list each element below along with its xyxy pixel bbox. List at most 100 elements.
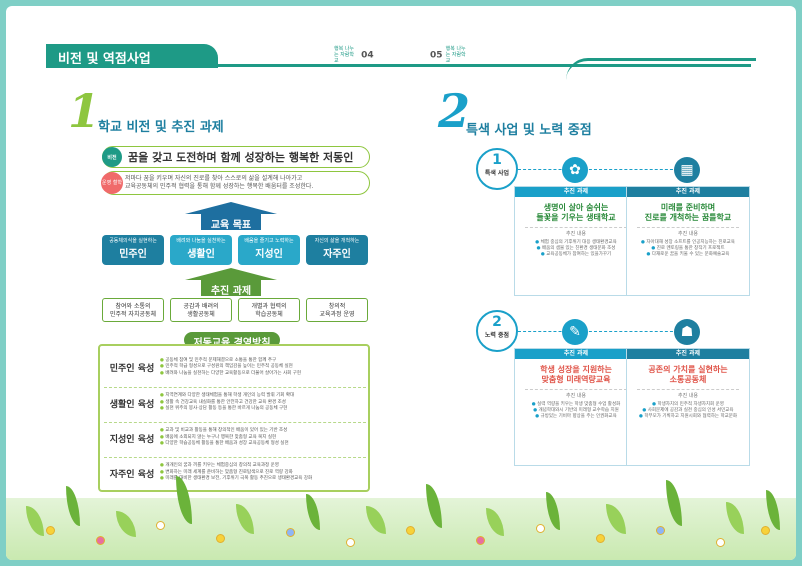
people-icon: ☗ — [674, 319, 700, 345]
card-subheader: 추진 내용 — [637, 389, 739, 399]
flower-8 — [536, 524, 545, 533]
card-item: 다재로운 꿈을 키울 수 있는 문화예술교육 — [627, 252, 749, 258]
section-number-2: 2 — [438, 84, 471, 138]
card-title-line-2: 맞춤형 미래역량교육 — [541, 375, 611, 384]
tasks-title: 추진 과제 — [201, 280, 261, 297]
policy-row: 지성인 육성 교과 및 비교과 활동을 통해 창의적인 배움이 있어 있는 기반 … — [104, 422, 366, 453]
mission-box: 운영 철학 저마다 꿈을 키우며 자신의 진로를 찾아 스스로의 삶을 설계해 … — [101, 171, 370, 195]
card-title-line-2: 소통공동체 — [669, 375, 707, 384]
policy-item: 민주적 학급 형성으로 구성원의 책임감을 높이는 민주적 공동체 실현 — [160, 364, 301, 371]
header-curve — [566, 58, 756, 80]
card-item: 학생자치의 민주적 자생자치회 운영 — [627, 402, 749, 408]
feature-connector — [518, 169, 678, 170]
task-line-2: 학습공동체 — [255, 311, 283, 318]
card-header: 추진 과제 — [627, 349, 749, 359]
card-list: 체험 중심의 기후위기 대응 생태환경교육배움의 샘물 있는 친환경 생태문화 … — [515, 240, 637, 258]
card-title-line-1: 미래를 준비하며 — [660, 203, 716, 212]
goal-label: 지성인 — [255, 249, 283, 260]
policy-item: 공동체 참여 및 민주적 문제해결으로 소통을 통한 함께 추구 — [160, 358, 301, 365]
goal-sub: 배려와 나눔을 실천하는 — [176, 238, 226, 244]
goals-arrow — [185, 202, 277, 214]
tasks-arrow — [185, 268, 277, 280]
policy-item: 다양한 학습공동체 활동을 통한 배움과 성장 교육공동체 형성 실천 — [160, 441, 288, 448]
header-line — [46, 64, 751, 67]
task-line-1: 공감과 배려의 — [183, 303, 219, 310]
card-subheader: 추진 내용 — [525, 389, 627, 399]
plant-icon: ✿ — [562, 157, 588, 183]
card-title-line-1: 학생 성장을 지원하는 — [540, 365, 612, 374]
map-icon: ▦ — [674, 157, 700, 183]
book-icon: ✎ — [562, 319, 588, 345]
flower-2 — [156, 521, 165, 530]
flower-11 — [716, 538, 725, 547]
task-line-1: 창의적 — [328, 303, 346, 310]
page-number-left: 행복 나누는 자람학교 04 — [334, 46, 374, 64]
flower-4 — [286, 528, 295, 537]
card-list: 학생자치의 민주적 자생자치회 운영사회문제에 공감과 실천 중심의 인성 서민… — [627, 402, 749, 420]
policy-box: 민주인 육성 공동체 참여 및 민주적 문제해결으로 소통을 통한 함께 추구민주… — [98, 344, 370, 492]
section-title-2: 특색 사업 및 노력 중점 — [466, 123, 592, 138]
goal-label: 생활인 — [187, 249, 215, 260]
goal-sub: 공동체의식을 실현하는 — [109, 238, 157, 244]
card-item: 규방있는 기비마 향상을 주는 인권화교육 — [515, 414, 637, 420]
task-line-2: 교육과정 운영 — [319, 311, 355, 318]
policy-label: 지성인 육성 — [109, 434, 155, 445]
card-item: 실력 역량을 키우는 학생 맞춤형 수업 활성화 — [515, 402, 637, 408]
card-item: 사회문제에 공감과 실천 중심의 인성 서민교육 — [627, 408, 749, 414]
policy-item: 배움에 소외되지 않는 누구나 행복한 맞춤형 교육 복지 실현 — [160, 435, 289, 442]
card-title-line-1: 생명이 살아 숨쉬는 — [543, 203, 609, 212]
policy-item: 생활 속 건강교육 내실화를 통한 안전하고 건강한 교육 환경 조성 — [160, 400, 294, 407]
mission-line-1: 저마다 꿈을 키우며 자신의 진로를 찾아 스스로의 삶을 설계해 나아가고 — [125, 175, 303, 182]
vision-tag: 비전 — [102, 147, 122, 167]
policy-label: 생활인 육성 — [109, 399, 155, 410]
policy-item: 지역연계와 다양한 생태체험을 통해 학생 개인의 능력 발휘 기회 확대 — [160, 393, 294, 400]
policy-item: 교과 및 비교과 활동을 통해 창의적인 배움이 있어 있는 기반 조성 — [160, 428, 289, 435]
section-number-1: 1 — [68, 84, 101, 138]
card-item: 교육공동체가 참여하는 있을가꾸기 — [515, 252, 637, 258]
goal-label: 민주인 — [119, 249, 147, 260]
card-item: 자아대해 성장 소프트를 인공지능하는 진로교육 — [627, 240, 749, 246]
task-line-1: 개별과 협력의 — [251, 303, 287, 310]
policy-list: 교과 및 비교과 활동을 통해 창의적인 배움이 있어 있는 기반 조성배움에 … — [160, 428, 289, 448]
policy-label: 민주인 육성 — [109, 364, 155, 374]
vision-pill: 비전 꿈을 갖고 도전하며 함께 성장하는 행복한 저동인 — [102, 146, 370, 168]
policy-row: 민주인 육성 공동체 참여 및 민주적 문제해결으로 소통을 통한 함께 추구민주… — [104, 352, 366, 383]
flower-3 — [216, 534, 225, 543]
vision-text: 꿈을 갖고 도전하며 함께 성장하는 행복한 저동인 — [128, 151, 354, 164]
card-subheader: 추진 내용 — [525, 227, 627, 237]
policy-list: 개개인의 꿈과 끼를 키우는 체험중심의 창의적 교육과정 운영변화하는 미래 … — [160, 463, 312, 483]
policy-item: 개개인의 꿈과 끼를 키우는 체험중심의 창의적 교육과정 운영 — [160, 463, 312, 470]
card-item: 학부모가 기획하고 지원시회와 협력하는 학교문화 — [627, 414, 749, 420]
card-subheader: 추진 내용 — [637, 227, 739, 237]
policy-item: 변화하는 미래 세계를 준비하는 맞춤형 진로탐색으로 진로 역량 강화 — [160, 470, 312, 477]
flower-10 — [656, 526, 665, 535]
card-item: 개념학대와시 기반의 미래형 교수학습 지원 — [515, 408, 637, 414]
card-item: 체험 중심의 기후위기 대응 생태환경교육 — [515, 240, 637, 246]
flower-6 — [406, 526, 415, 535]
section-title-1: 학교 비전 및 추진 과제 — [98, 120, 224, 135]
policy-item: 실천 위주의 봉사·상담 활동 등을 통한 바르게 나눔의 공동체 구현 — [160, 406, 294, 413]
card-title-line-1: 공존의 가치를 실현하는 — [648, 365, 728, 374]
mission-tag: 운영 철학 — [101, 172, 123, 194]
task-line-2: 민주적 자치공동체 — [109, 311, 157, 318]
policy-row: 자주인 육성개개인의 꿈과 끼를 키우는 체험중심의 창의적 교육과정 운영변화… — [104, 457, 366, 488]
card-title-line-2: 들꽃을 기우는 생태학교 — [536, 213, 616, 222]
flower-1 — [96, 536, 105, 545]
brochure-page: 비전 및 역점사업 행복 나누는 자람학교 04 05 행복 나누는 자람학교 … — [6, 6, 796, 560]
flower-12 — [761, 526, 770, 535]
goal-sub: 자신의 삶을 개척하는 — [314, 238, 360, 244]
